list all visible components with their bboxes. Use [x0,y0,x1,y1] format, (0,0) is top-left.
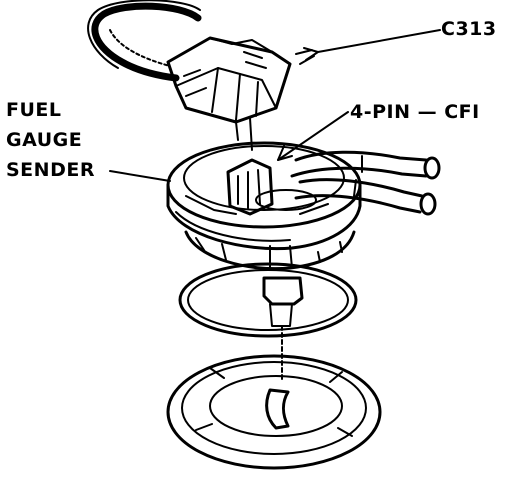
c313-connector [166,36,292,151]
fuel-gauge-sender-label-line1: FUEL [6,99,62,121]
fuel-tubes [290,150,441,216]
four-pin-connector [226,158,274,216]
gasket [178,262,358,338]
lock-ring [166,354,382,470]
sender-body [184,230,356,271]
float-pickup [262,276,304,381]
four-pin-cfi-label: 4-PIN — CFI [350,101,480,123]
wire-harness [87,0,202,82]
fuel-gauge-sender-label-line2: GAUGE [6,129,83,151]
fuel-gauge-sender-label-line3: SENDER [6,159,95,181]
c313-label: C313 [441,18,497,40]
sender-top-plate [166,141,362,251]
label-leaders [109,29,441,182]
